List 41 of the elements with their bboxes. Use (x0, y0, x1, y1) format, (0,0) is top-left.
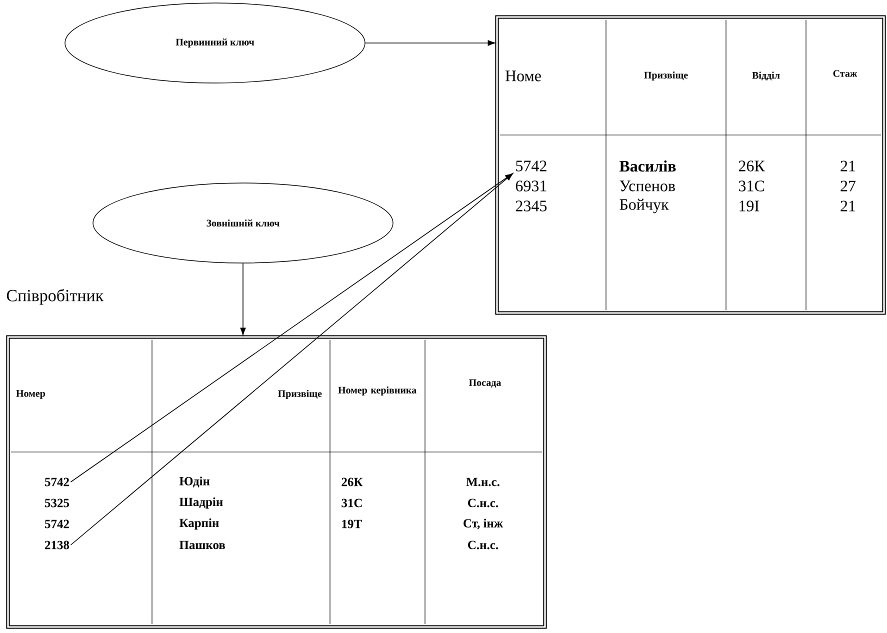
table-value: 2345 (516, 200, 547, 212)
column-header: Відділ (752, 72, 780, 80)
table-title: Співробітник (6, 289, 104, 305)
table-value: 26К (342, 478, 363, 486)
arrow (240, 262, 246, 336)
table-value: 19I (740, 200, 759, 212)
table-value: Успенов (620, 180, 675, 192)
table-value: Карпін (179, 518, 219, 530)
arrow (70, 173, 513, 546)
column-header: Номер керівника (338, 386, 416, 396)
table-value: 6931 (516, 180, 546, 192)
table-value: Шадрін (179, 497, 223, 509)
table-value: 2138 (45, 540, 70, 550)
table-value: 31С (738, 180, 764, 192)
table-value: Ст, інж (464, 518, 503, 530)
table-value: М.н.с. (466, 478, 500, 486)
column-header: Номер (16, 390, 45, 399)
table-value: 5742 (45, 478, 69, 486)
column-header: Призвіще (278, 390, 322, 400)
column-header: Номе (505, 70, 541, 82)
table-value: Бойчук (620, 198, 669, 214)
table-value: Василів (619, 160, 676, 172)
table-value: 19Т (342, 520, 362, 528)
table-value: 31С (342, 498, 362, 508)
table-value: 21 (840, 160, 856, 172)
column-header: Призвіще (644, 71, 688, 81)
column-header: Стаж (833, 70, 858, 77)
arrow (364, 40, 496, 46)
table-value: 21 (840, 200, 856, 212)
table-value: С.н.с. (468, 540, 498, 550)
table-value: 5742 (45, 520, 69, 528)
table-value: 27 (840, 180, 856, 192)
table-value: 5742 (516, 160, 546, 172)
table-frame (495, 15, 886, 315)
table-value: С.н.с. (468, 498, 498, 508)
table-value: Пашков (179, 540, 226, 550)
arrow (70, 173, 513, 482)
table-value: Юдін (179, 476, 210, 488)
table-value: 26К (738, 160, 765, 172)
column-header: Посада (469, 379, 502, 388)
table-value: 5325 (45, 498, 70, 508)
